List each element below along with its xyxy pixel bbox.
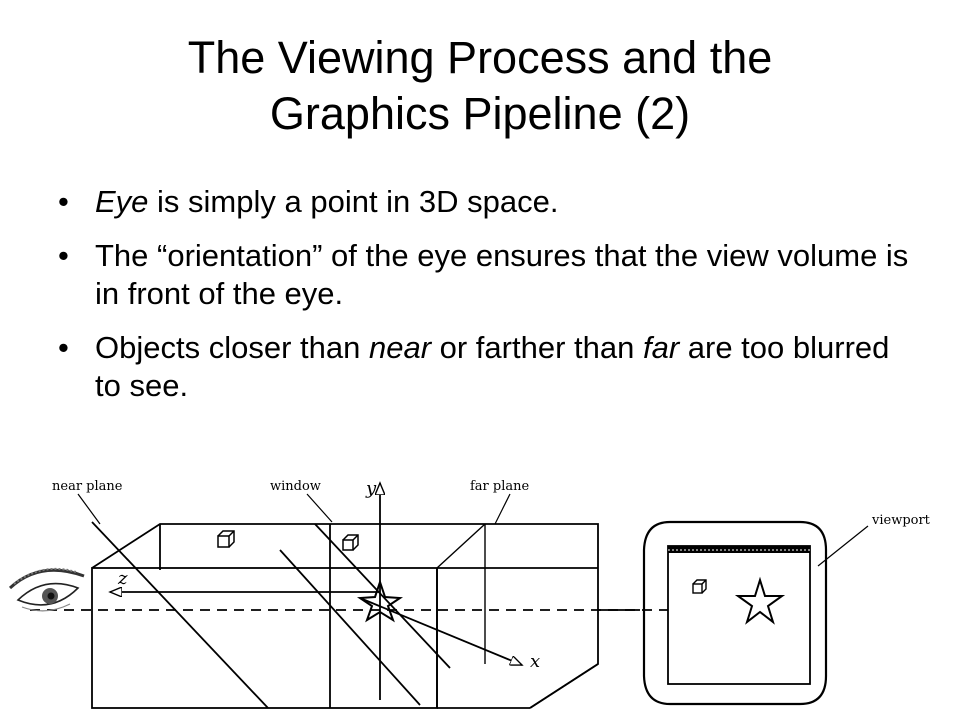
far-plane-label: far plane <box>470 479 530 494</box>
slide-title-line-1: The Viewing Process and the <box>187 32 773 83</box>
slide-title-line-2: Graphics Pipeline (2) <box>269 88 691 139</box>
bullet-3-part-4: far <box>642 330 680 365</box>
bullet-item-3: • Objects closer than near or farther th… <box>55 329 915 405</box>
z-axis-label: z <box>117 568 128 589</box>
bullet-3-part-1: Objects closer than <box>95 330 369 365</box>
bullet-3-part-2: near <box>368 330 432 365</box>
bullet-item-1: • Eye is simply a point in 3D space. <box>55 183 915 221</box>
star-icon <box>734 576 786 625</box>
window-plane <box>279 523 451 708</box>
bullet-3-part-3: or farther than <box>431 330 643 365</box>
viewport-label: viewport <box>871 513 931 528</box>
x-axis-label: x <box>530 651 540 672</box>
bullet-list: • Eye is simply a point in 3D space. • T… <box>55 183 915 421</box>
viewing-pipeline-diagram: z y x near plane window far plane viewpo… <box>8 478 931 709</box>
slide-title: The Viewing Process and the Graphics Pip… <box>60 30 900 142</box>
cube-icon <box>342 534 359 551</box>
bullet-dot: • <box>58 330 69 365</box>
window-label: window <box>270 479 321 494</box>
near-plane-label: near plane <box>52 479 123 494</box>
bullet-dot: • <box>58 184 69 219</box>
bullet-item-2: • The “orientation” of the eye ensures t… <box>55 237 915 313</box>
star-icon <box>356 578 404 623</box>
eye-icon <box>8 567 85 612</box>
viewport-rect <box>667 545 811 685</box>
y-axis-label: y <box>365 478 377 499</box>
view-volume-box <box>91 523 599 709</box>
bullet-1-part-1: Eye <box>95 184 149 219</box>
near-plane-edge <box>91 521 269 709</box>
bullet-1-part-2: is simply a point in 3D space. <box>148 184 559 219</box>
cube-icon <box>692 579 707 594</box>
cube-icon <box>217 530 235 548</box>
bullet-2-text: The “orientation” of the eye ensures tha… <box>95 238 909 311</box>
bullet-3-part-5: are too blurred to see. <box>95 330 890 403</box>
x-axis <box>359 597 522 666</box>
display-screen <box>642 520 828 706</box>
bullet-dot: • <box>58 238 69 273</box>
